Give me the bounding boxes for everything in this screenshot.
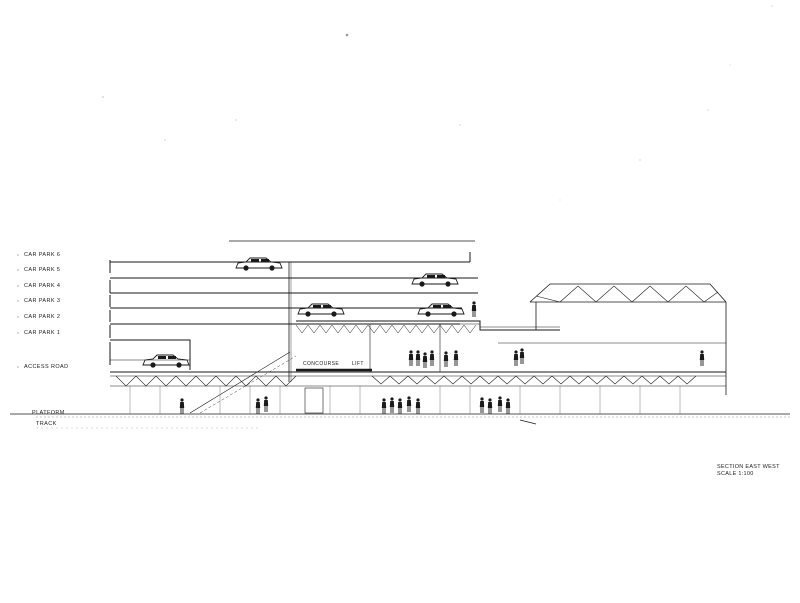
car-park-slabs xyxy=(109,240,478,382)
label-car-park-3: CAR PARK 3 xyxy=(24,298,61,304)
columns xyxy=(129,386,681,414)
ground-line xyxy=(10,413,790,429)
car-level-4 xyxy=(411,273,459,288)
hall-truss xyxy=(498,283,727,395)
access-road-level xyxy=(110,351,726,414)
label-car-park-1: CAR PARK 1 xyxy=(24,330,61,336)
level-markers xyxy=(17,254,19,368)
label-car-park-4: CAR PARK 4 xyxy=(24,283,61,289)
section-title: SECTION EAST WEST xyxy=(717,464,780,470)
car-access-road xyxy=(142,354,190,369)
label-car-park-2: CAR PARK 2 xyxy=(24,314,61,320)
label-car-park-5: CAR PARK 5 xyxy=(24,267,61,273)
cars xyxy=(142,257,465,369)
track-arrow xyxy=(519,419,537,425)
label-track: TRACK xyxy=(36,421,57,427)
label-concourse: CONCOURSE xyxy=(303,361,340,367)
people-platform xyxy=(179,395,511,415)
scan-noise xyxy=(102,5,773,201)
label-platform: PLATFORM xyxy=(32,410,65,416)
label-car-park-6: CAR PARK 6 xyxy=(24,252,61,258)
label-access-road: ACCESS ROAD xyxy=(24,364,69,370)
people-concourse xyxy=(408,300,705,369)
label-lift: LIFT xyxy=(352,361,364,367)
mezzanine-deck xyxy=(295,320,560,372)
car-level-5 xyxy=(235,257,283,272)
car-level-2b xyxy=(417,303,465,318)
section-scale: SCALE 1:100 xyxy=(717,471,754,477)
title-block: SECTION EAST WEST SCALE 1:100 xyxy=(717,464,780,478)
car-level-2 xyxy=(297,303,345,318)
